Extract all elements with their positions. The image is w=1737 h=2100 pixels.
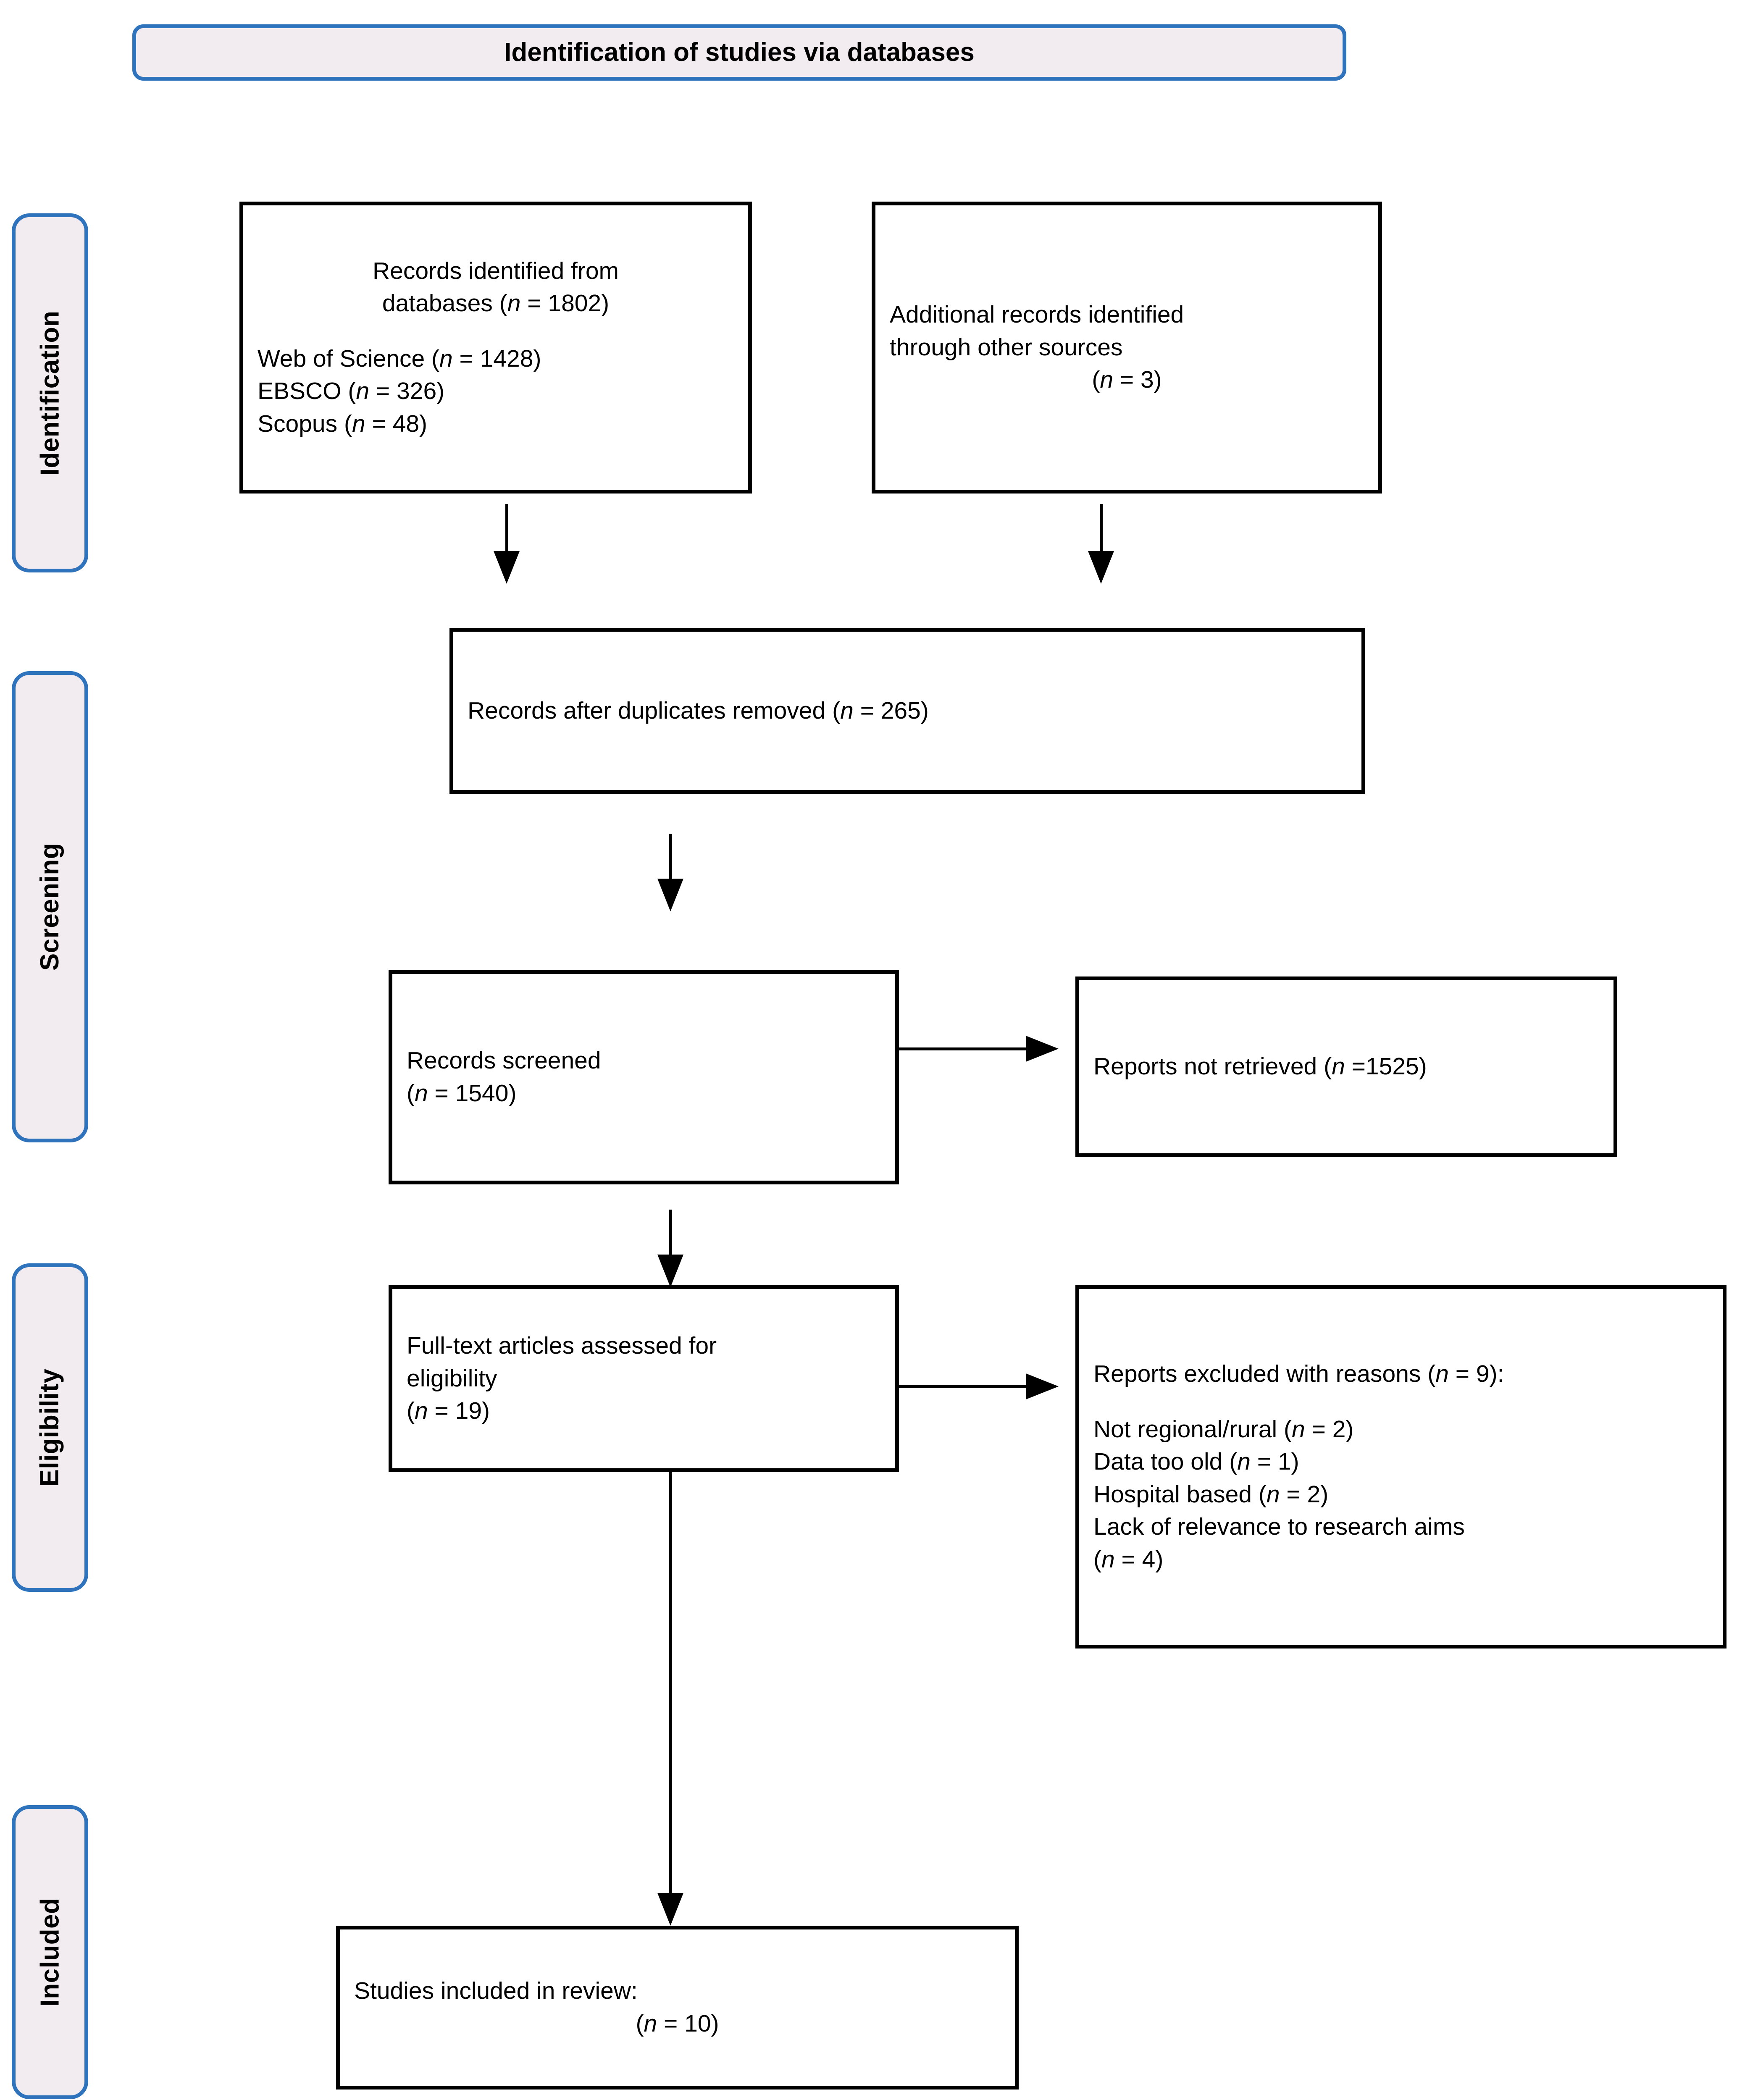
- box-line: Web of Science (n = 1428): [258, 345, 541, 372]
- box-line: Reports not retrieved (n =1525): [1093, 1053, 1427, 1080]
- stage-label-identification: Identification: [35, 310, 64, 475]
- box-line: eligibility: [407, 1365, 497, 1392]
- box-duplicates-removed: Records after duplicates removed (n = 26…: [449, 628, 1365, 794]
- diagram-title-banner: Identification of studies via databases: [132, 24, 1346, 81]
- stage-pill-identification: Identification: [12, 213, 88, 572]
- box-line: Studies included in review:: [354, 1977, 638, 2005]
- arrow-screened-to-fulltext: [657, 1210, 683, 1287]
- box-line: Hospital based (n = 2): [1093, 1480, 1329, 1508]
- box-line: (n = 19): [407, 1397, 490, 1425]
- arrow-additional-to-duplicates: [1088, 504, 1114, 584]
- box-line: Not regional/rural (n = 2): [1093, 1415, 1354, 1443]
- stage-label-included: Included: [35, 1898, 64, 2007]
- arrow-fulltext-to-excluded: [899, 1373, 1059, 1399]
- arrow-identified-to-duplicates: [494, 504, 520, 584]
- box-line: Records screened: [407, 1047, 601, 1074]
- box-line-spacer: [1093, 1390, 1708, 1413]
- stage-pill-eligibility: Eligibility: [12, 1263, 88, 1592]
- box-records-screened: Records screened (n = 1540): [389, 970, 899, 1184]
- box-fulltext-assessed: Full-text articles assessed for eligibil…: [389, 1285, 899, 1472]
- stage-pill-screening: Screening: [12, 671, 88, 1142]
- arrow-duplicates-to-screened: [657, 834, 683, 911]
- box-line: Additional records identified: [890, 301, 1184, 328]
- box-line: (n = 1540): [407, 1080, 517, 1107]
- diagram-title-text: Identification of studies via databases: [504, 38, 975, 67]
- box-line: databases (n = 1802): [382, 290, 610, 317]
- box-reports-not-retrieved: Reports not retrieved (n =1525): [1075, 976, 1617, 1157]
- box-line-spacer: [258, 320, 734, 343]
- box-line: Full-text articles assessed for: [407, 1332, 717, 1360]
- box-line: through other sources: [890, 333, 1123, 361]
- box-line: (n = 4): [1093, 1546, 1164, 1573]
- box-line: Scopus (n = 48): [258, 410, 427, 437]
- arrow-fulltext-to-included: [657, 1472, 683, 1926]
- box-line: (n = 10): [636, 2010, 719, 2037]
- box-line: Lack of relevance to research aims: [1093, 1513, 1465, 1541]
- stage-label-screening: Screening: [35, 843, 64, 971]
- box-line: EBSCO (n = 326): [258, 378, 445, 405]
- box-line: Records after duplicates removed (n = 26…: [468, 697, 929, 724]
- box-line: Records identified from: [372, 257, 619, 284]
- box-additional-records: Additional records identified through ot…: [872, 202, 1382, 494]
- box-studies-included: Studies included in review: (n = 10): [336, 1926, 1019, 2090]
- box-reports-excluded: Reports excluded with reasons (n = 9): N…: [1075, 1285, 1726, 1648]
- box-line: (n = 3): [1092, 366, 1162, 394]
- stage-pill-included: Included: [12, 1805, 88, 2099]
- box-line: Reports excluded with reasons (n = 9):: [1093, 1360, 1504, 1387]
- stage-label-eligibility: Eligibility: [35, 1368, 64, 1487]
- arrow-screened-to-not-retrieved: [899, 1036, 1059, 1062]
- box-records-identified: Records identified from databases (n = 1…: [239, 202, 752, 494]
- box-line: Data too old (n = 1): [1093, 1448, 1299, 1475]
